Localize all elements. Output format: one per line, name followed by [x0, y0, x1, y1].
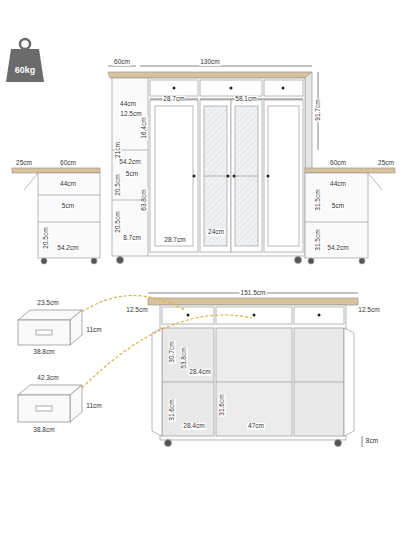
right-side-view	[305, 168, 395, 264]
dimension-label: 42.3cm	[36, 375, 59, 382]
drawer-detail	[18, 310, 82, 422]
dimension-label: 63.8cm	[141, 188, 148, 211]
dimension-label: 12.5cm	[125, 307, 148, 314]
dimension-label: 60cm	[113, 59, 131, 66]
dimension-label: 5cm	[331, 203, 345, 210]
dimension-label: 151.5cm	[240, 290, 267, 297]
dimension-label: 16.4cm	[141, 116, 148, 139]
dimension-label: 44cm	[119, 101, 137, 108]
dimension-label: 31.6cm	[219, 393, 226, 416]
dimension-label: 12.5cm	[357, 307, 380, 314]
dimension-label: 44cm	[59, 181, 77, 188]
dimension-label: 53.8cm	[181, 346, 188, 369]
dimension-label: 23.5cm	[36, 300, 59, 307]
dimension-label: 30.7cm	[169, 340, 176, 363]
dimension-label: 31.5cm	[315, 228, 322, 251]
dimension-label: 54.2cm	[326, 245, 349, 252]
dimension-label: 28.7cm	[162, 96, 185, 103]
dimension-label: 38.8cm	[32, 349, 55, 356]
dimension-label: 25cm	[377, 160, 395, 167]
dimension-label: 54.2cm	[56, 245, 79, 252]
front-perspective-view	[108, 66, 318, 264]
dimension-label: 54.2cm	[118, 159, 141, 166]
weight-capacity: 60kg	[14, 66, 37, 75]
weight-icon	[6, 39, 44, 82]
dimension-label: 5cm	[125, 171, 139, 178]
dimension-label: 31.6cm	[169, 398, 176, 421]
dimension-label: 44cm	[329, 181, 347, 188]
dimension-label: 28.4cm	[182, 423, 205, 430]
left-side-view	[12, 168, 100, 264]
dimension-label: 91.7cm	[315, 98, 322, 121]
dimension-label: 24cm	[207, 229, 225, 236]
dimension-label: 21cm	[115, 141, 122, 159]
open-front-view	[148, 293, 362, 447]
dimension-label: 11cm	[85, 327, 102, 334]
dimension-label: 38.8cm	[32, 427, 55, 434]
pointer-arrow	[82, 295, 252, 388]
dimension-label: 20.5cm	[43, 226, 50, 249]
dimension-label: 25cm	[15, 160, 33, 167]
dimension-label: 28.4cm	[188, 369, 211, 376]
dimension-label: 11cm	[85, 403, 102, 410]
dimension-label: 60cm	[59, 160, 77, 167]
dimension-label: 20.5cm	[115, 210, 122, 233]
dimension-label: 12.5cm	[119, 111, 142, 118]
dimension-label: 47cm	[247, 423, 265, 430]
dimension-label: 8.7cm	[122, 235, 142, 242]
dimension-label: 130cm	[199, 59, 221, 66]
dimension-label: 58.1cm	[234, 96, 257, 103]
dimension-label: 60cm	[329, 160, 347, 167]
dimension-label: 31.5cm	[315, 188, 322, 211]
dimension-label: 28.7cm	[163, 237, 186, 244]
dimension-label: 20.5cm	[115, 173, 122, 196]
dimension-label: 5cm	[61, 203, 75, 210]
dimension-label: 8cm	[365, 438, 379, 445]
